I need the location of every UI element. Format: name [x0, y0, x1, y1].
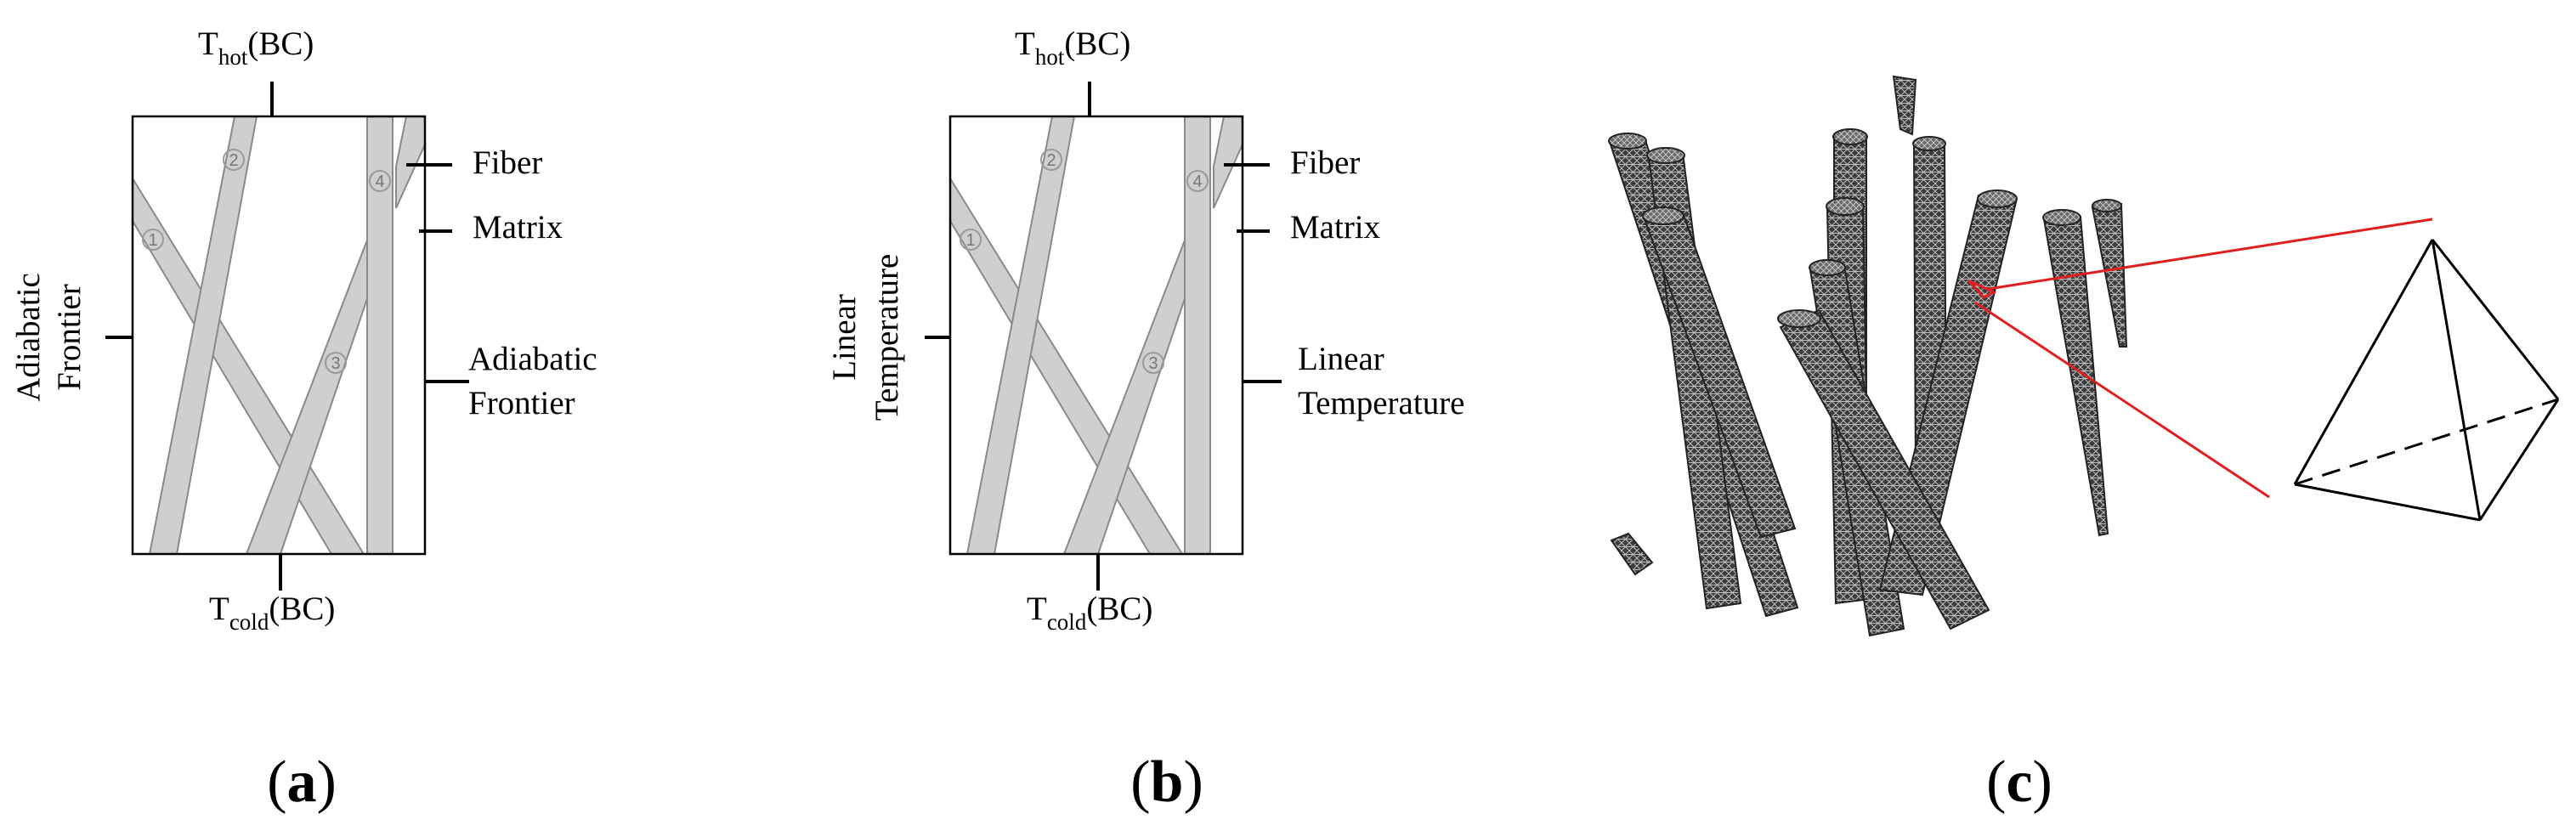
svg-text:Linear: Linear [826, 294, 863, 381]
mesh-cone [2091, 202, 2128, 348]
t-hot-label: Thot(BC) [198, 25, 314, 70]
bc-leaders [105, 82, 469, 591]
fiber-4 [1184, 116, 1211, 555]
left-bc-label: Adiabatic Frontier [10, 273, 88, 402]
meshed-fibers [1608, 75, 2128, 637]
panel-c: (c) [1608, 75, 2560, 815]
fiber-label: Fiber [473, 144, 542, 181]
fiber-number: 3 [331, 354, 340, 373]
fiber-5 [395, 116, 426, 209]
svg-text:Frontier: Frontier [51, 284, 88, 391]
matrix-label: Matrix [473, 209, 563, 246]
right-bc-label-line1: Adiabatic [468, 341, 597, 377]
mesh-cone [2042, 215, 2109, 537]
svg-text:Temperature: Temperature [869, 254, 905, 421]
t-cold-label: Tcold(BC) [1027, 591, 1152, 635]
zoom-lines [1967, 218, 2433, 499]
panel-b-fibers [949, 116, 1243, 555]
t-hot-label: Thot(BC) [1015, 25, 1130, 70]
panel-a: 1 2 3 4 Thot(BC) Tcold(BC) Adiabatic Fro… [10, 25, 597, 815]
right-bc-label-line2: Temperature [1298, 385, 1465, 421]
t-cold-label: Tcold(BC) [209, 591, 335, 635]
fiber-label: Fiber [1290, 144, 1360, 181]
fiber-2 [148, 116, 258, 555]
left-bc-label: Linear Temperature [826, 254, 905, 421]
fiber-number: 2 [1046, 151, 1056, 170]
fiber-2 [965, 116, 1076, 555]
caption-a: (a) [267, 749, 337, 815]
matrix-label: Matrix [1290, 209, 1381, 246]
fiber-number: 2 [229, 151, 238, 170]
fiber-number: 3 [1148, 354, 1158, 373]
fiber-number: 4 [1192, 172, 1202, 191]
panel-a-fibers [132, 116, 426, 555]
fiber-number: 4 [375, 172, 384, 191]
svg-text:Adiabatic: Adiabatic [10, 273, 47, 402]
fiber-5 [1213, 116, 1243, 209]
bc-leaders [925, 82, 1282, 591]
right-bc-label-line2: Frontier [468, 385, 575, 421]
caption-b: (b) [1130, 749, 1203, 815]
fiber-number: 1 [148, 231, 157, 250]
tetrahedral-element [2293, 239, 2560, 522]
panel-b: 1 2 3 4 Thot(BC) Tcold(BC) Linear Temper… [826, 25, 1465, 815]
mesh-fragment [1610, 532, 1654, 576]
caption-c: (c) [1986, 749, 2052, 815]
mesh-fragment [1892, 75, 1917, 136]
fiber-number: 1 [965, 231, 975, 250]
right-bc-label-line1: Linear [1298, 341, 1384, 377]
